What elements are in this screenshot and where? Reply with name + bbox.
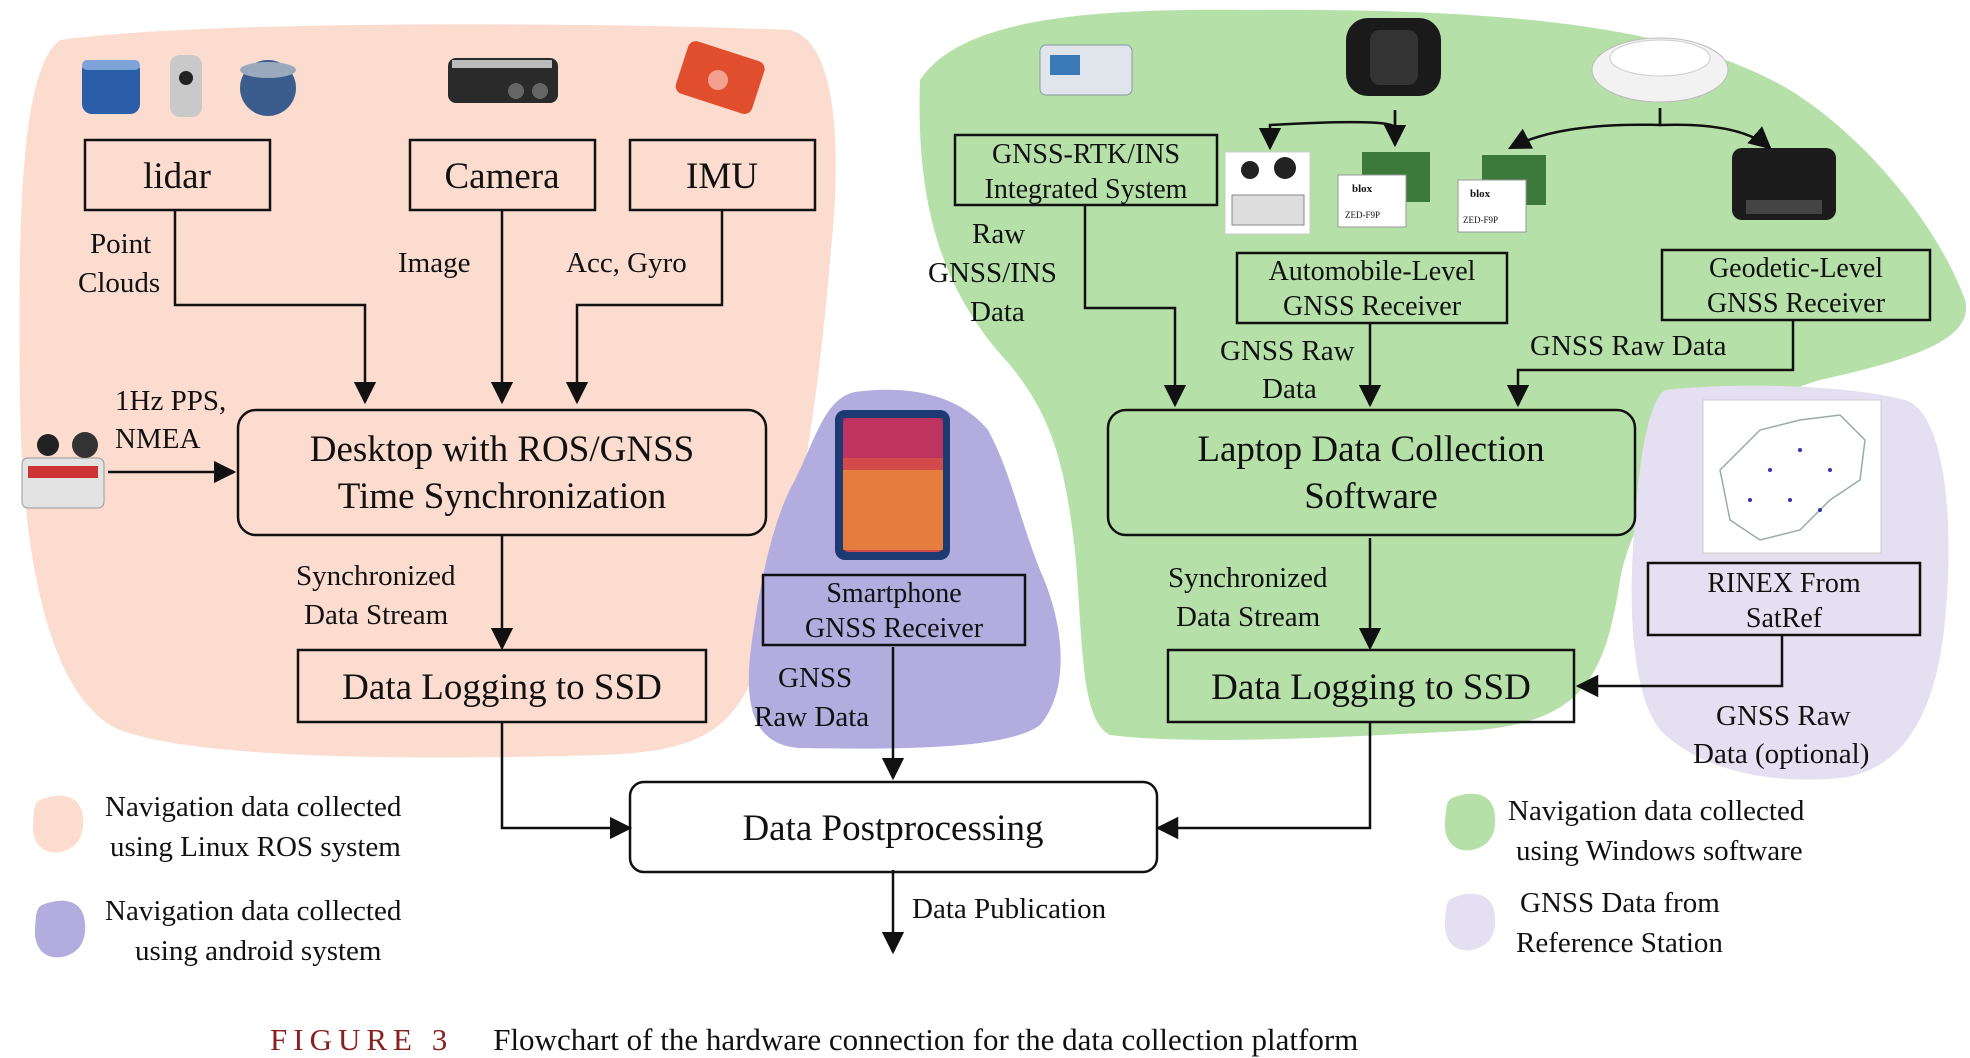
rtk-label-line1: GNSS-RTK/INS [992, 139, 1180, 170]
raw-ins-label-1: Raw [972, 218, 1025, 250]
legend-swatch-windows [1444, 793, 1496, 851]
android-raw-label-2: Raw Data [754, 701, 869, 733]
pps-label-2: NMEA [115, 423, 200, 455]
ublox-chip-geodetic-image: blox ZED-F9P [1457, 155, 1546, 233]
ublox-brand-label-2: blox [1470, 188, 1491, 200]
auto-raw-label-1: GNSS Raw [1220, 335, 1355, 367]
ublox-brand-label: blox [1352, 183, 1373, 195]
desktop-label-line2: Time Synchronization [338, 476, 667, 517]
geodetic-receiver-image [1732, 148, 1836, 220]
smartphone-receiver-box [761, 573, 1027, 647]
rtk-box-image [1224, 151, 1311, 235]
image-label: Image [398, 247, 470, 279]
rtk-ins-box [953, 133, 1219, 207]
rinex-label-line2: SatRef [1746, 603, 1823, 634]
reference-raw-label-1: GNSS Raw [1716, 700, 1851, 732]
antenna-auto-image [1346, 18, 1441, 96]
legend-swatch-linux [32, 795, 84, 853]
figure-caption: FIGURE 3 Flowchart of the hardware connec… [270, 1022, 1358, 1058]
lidar-box [83, 138, 272, 212]
windows-sync-label-1: Synchronized [1168, 562, 1328, 594]
ublox-chip-auto-image: blox ZED-F9P [1337, 152, 1430, 228]
point-clouds-label-1: Point [90, 228, 151, 260]
desktop-sync-box [236, 408, 768, 537]
auto-label-line1: Automobile-Level [1269, 256, 1476, 287]
legend-reference-line1: GNSS Data from [1520, 887, 1720, 919]
windows-logging-box [1166, 648, 1576, 724]
geo-label-line1: Geodetic-Level [1709, 253, 1883, 284]
geo-raw-label: GNSS Raw Data [1530, 330, 1727, 362]
linux-sync-label-2: Data Stream [304, 599, 449, 631]
postprocessing-label: Data Postprocessing [742, 808, 1043, 849]
linux-region [19, 24, 836, 758]
auto-label-line2: GNSS Receiver [1283, 291, 1462, 322]
smartphone-label-line1: Smartphone [826, 578, 961, 609]
legend-windows-line2: using Windows software [1516, 835, 1803, 867]
figure-number: FIGURE 3 [270, 1022, 454, 1057]
legend: Navigation data collected using Linux RO… [32, 791, 1805, 967]
raw-ins-label-3: Data [970, 296, 1025, 328]
connectors [108, 108, 1795, 955]
ublox-model-label-2: ZED-F9P [1463, 215, 1498, 225]
postprocessing-box [628, 780, 1159, 874]
gnss-box-image [21, 432, 105, 509]
legend-reference-line2: Reference Station [1516, 927, 1723, 959]
linux-logging-box [296, 648, 708, 724]
windows-sync-label-2: Data Stream [1176, 601, 1321, 633]
legend-android-line2: using android system [135, 935, 382, 967]
lidar-devices-image [82, 55, 296, 117]
imu-box [628, 138, 817, 212]
ublox-model-label: ZED-F9P [1345, 210, 1380, 220]
windows-logging-label: Data Logging to SSD [1211, 667, 1531, 708]
legend-linux-line1: Navigation data collected [105, 791, 402, 823]
publication-label: Data Publication [912, 893, 1107, 925]
ins-device-image [1039, 44, 1133, 96]
figure-caption-text: Flowchart of the hardware connection for… [493, 1022, 1359, 1057]
legend-swatch-reference [1444, 893, 1496, 951]
automobile-receiver-box [1235, 251, 1509, 325]
legend-android-line1: Navigation data collected [105, 895, 402, 927]
linux-logging-label: Data Logging to SSD [342, 667, 662, 708]
linux-sync-label-1: Synchronized [296, 560, 456, 592]
rtk-label-line2: Integrated System [985, 174, 1188, 205]
raw-ins-label-2: GNSS/INS [928, 257, 1057, 289]
rinex-box [1646, 561, 1922, 637]
windows-region [919, 9, 1967, 740]
pps-label-1: 1Hz PPS, [115, 385, 226, 417]
imu-device-image [675, 41, 765, 114]
imu-label: IMU [686, 156, 758, 197]
reference-raw-label-2: Data (optional) [1693, 738, 1869, 770]
camera-label: Camera [444, 156, 559, 197]
acc-gyro-label: Acc, Gyro [566, 247, 687, 279]
desktop-label-line1: Desktop with ROS/GNSS [310, 429, 694, 470]
camera-device-image [448, 58, 558, 103]
legend-linux-line2: using Linux ROS system [110, 831, 401, 863]
camera-box [408, 138, 597, 212]
laptop-label-line1: Laptop Data Collection [1197, 429, 1544, 470]
laptop-software-box [1106, 408, 1637, 537]
auto-raw-label-2: Data [1262, 373, 1317, 405]
lidar-label: lidar [143, 156, 211, 197]
laptop-label-line2: Software [1304, 476, 1438, 517]
antenna-geodetic-image [1591, 37, 1729, 103]
hong-kong-station-map-image [1702, 399, 1882, 554]
rinex-label-line1: RINEX From [1707, 568, 1860, 599]
smartphone-image [835, 410, 950, 560]
geodetic-receiver-box [1660, 248, 1932, 322]
legend-windows-line1: Navigation data collected [1508, 795, 1805, 827]
legend-swatch-android [34, 900, 86, 958]
point-clouds-label-2: Clouds [78, 267, 160, 299]
android-region [748, 389, 1061, 749]
smartphone-label-line2: GNSS Receiver [805, 613, 984, 644]
geo-label-line2: GNSS Receiver [1707, 288, 1886, 319]
android-raw-label-1: GNSS [778, 662, 852, 694]
